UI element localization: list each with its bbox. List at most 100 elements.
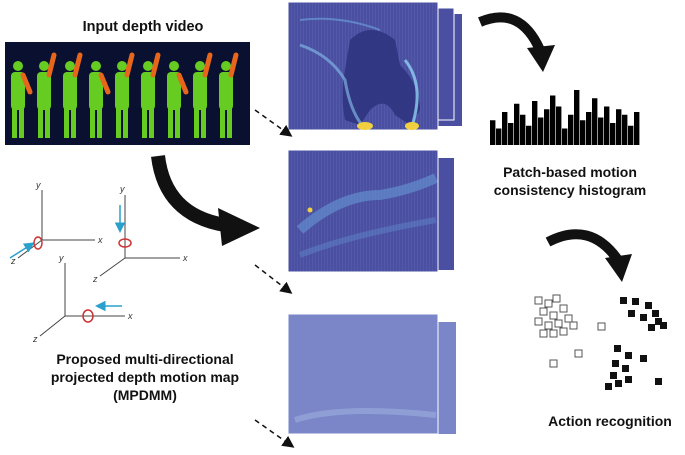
scatter-point-filled — [652, 310, 659, 317]
scatter-point-hollow — [559, 327, 568, 336]
input-depth-video — [5, 42, 250, 145]
scatter-point-hollow — [544, 299, 553, 308]
rotation-1-icon — [33, 236, 43, 250]
person-silhouette — [167, 61, 189, 138]
scatter-point-filled — [610, 372, 617, 379]
histogram-bar — [556, 106, 562, 145]
scatter-point-filled — [620, 297, 627, 304]
motion-map-top — [287, 1, 462, 131]
scatter-point-filled — [632, 298, 639, 305]
histogram-bar — [544, 109, 550, 145]
scatter-point-hollow — [554, 319, 563, 328]
histogram-bar — [568, 114, 574, 145]
histogram-bar — [610, 123, 616, 145]
direction-arrow-1-icon — [9, 242, 35, 259]
scatter-point-filled — [605, 383, 612, 390]
axes-diagram-3 — [39, 263, 125, 337]
silhouette-group — [11, 52, 239, 138]
person-silhouette — [115, 52, 135, 138]
person-silhouette — [37, 52, 57, 138]
scatter-point-hollow — [539, 307, 548, 316]
scatter-point-filled — [640, 314, 647, 321]
scatter-point-filled — [660, 322, 667, 329]
axis-label-y1: y — [35, 180, 41, 190]
scatter-point-hollow — [539, 329, 548, 338]
histogram-bar — [490, 120, 496, 145]
histogram-bar — [514, 103, 520, 145]
curved-arrow-to-maps — [151, 154, 227, 232]
axis-label-z1: z — [10, 256, 16, 266]
person-silhouette — [193, 52, 213, 138]
scatter-point-filled — [655, 318, 662, 325]
histogram-bar — [574, 90, 580, 145]
histogram-bar — [496, 128, 502, 145]
histogram-bar — [604, 106, 610, 145]
action-recognition-label: Action recognition — [548, 413, 672, 429]
scatter-point-hollow — [569, 321, 578, 330]
histogram-bar — [502, 112, 508, 145]
rotation-2-icon — [118, 238, 132, 248]
mpdmm-label-line1: Proposed multi-directional — [56, 351, 234, 367]
histogram-bar — [580, 120, 586, 145]
axis-label-x3: x — [127, 311, 133, 321]
scatter-point-filled — [625, 352, 632, 359]
scatter-point-filled — [655, 378, 662, 385]
dashed-arrow-2 — [254, 264, 293, 294]
scatter-point-hollow — [549, 311, 558, 320]
dashed-arrow-1 — [254, 109, 293, 137]
axis-label-x1: x — [97, 235, 103, 245]
axis-label-y3: y — [58, 253, 64, 263]
histogram-bar — [508, 123, 514, 145]
person-silhouette — [141, 52, 161, 138]
histogram-bar — [532, 101, 538, 145]
input-depth-video-label: Input depth video — [82, 19, 204, 35]
histogram-label-line1: Patch-based motion — [503, 164, 637, 180]
scatter-point-filled — [648, 324, 655, 331]
axis-label-y2: y — [119, 184, 125, 194]
scatter-point-filled — [615, 380, 622, 387]
scatter-point-hollow — [549, 359, 558, 368]
action-scatter-plot — [534, 294, 667, 390]
axes-diagram-1 — [17, 190, 95, 259]
scatter-point-hollow — [559, 304, 568, 313]
scatter-point-hollow — [534, 317, 543, 326]
axis-label-z3: z — [32, 334, 38, 344]
histogram-bar — [592, 98, 598, 145]
histogram-bar — [598, 117, 604, 145]
curved-arrow-to-recognition — [545, 229, 623, 263]
scatter-point-filled — [628, 310, 635, 317]
axes-diagram-2 — [99, 195, 180, 277]
histogram-bar — [634, 112, 640, 145]
motion-consistency-histogram — [490, 90, 640, 145]
dashed-arrow-3 — [254, 419, 295, 448]
histogram-bar — [550, 95, 556, 145]
motion-map-middle — [287, 149, 454, 273]
scatter-point-hollow — [552, 294, 561, 303]
histogram-bar — [538, 117, 544, 145]
scatter-point-filled — [640, 355, 647, 362]
scatter-point-hollow — [564, 314, 573, 323]
person-silhouette — [11, 61, 33, 138]
histogram-bar — [586, 112, 592, 145]
person-silhouette — [63, 52, 83, 138]
motion-map-bottom — [287, 313, 456, 435]
scatter-point-hollow — [549, 329, 558, 338]
axis-label-z2: z — [92, 274, 98, 284]
scatter-point-hollow — [544, 321, 553, 330]
histogram-label-line2: consistency histogram — [493, 182, 647, 198]
scatter-point-filled — [645, 302, 652, 309]
histogram-bar — [622, 114, 628, 145]
person-silhouette — [89, 61, 111, 138]
scatter-point-hollow — [574, 349, 583, 358]
histogram-bar — [520, 114, 526, 145]
person-silhouette — [219, 52, 239, 138]
histogram-label: Patch-based motion consistency histogram — [470, 163, 670, 199]
mpdmm-label: Proposed multi-directional projected dep… — [20, 350, 270, 404]
histogram-bar — [628, 125, 634, 145]
histogram-bar — [562, 128, 568, 145]
rotation-3-icon — [82, 309, 94, 323]
scatter-point-hollow — [534, 296, 543, 305]
scatter-point-filled — [625, 376, 632, 383]
scatter-point-filled — [622, 365, 629, 372]
